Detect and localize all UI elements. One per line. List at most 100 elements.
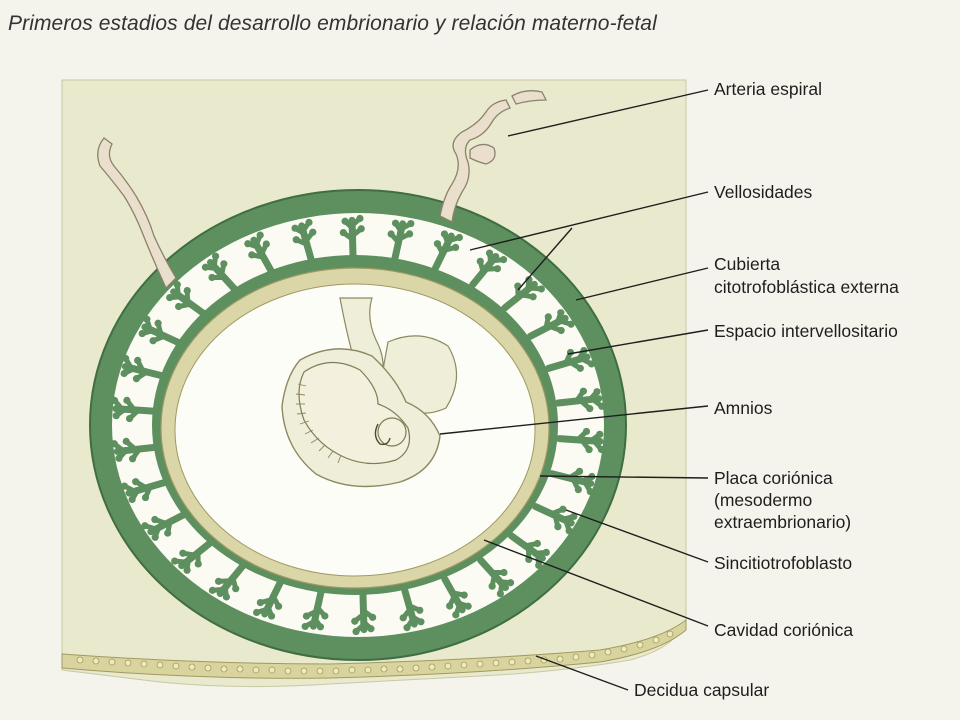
villus-tip <box>316 623 325 631</box>
villus-tip <box>201 263 210 271</box>
villus-tip <box>248 251 256 259</box>
villus-tip <box>208 273 216 282</box>
villus-tip <box>537 285 545 293</box>
villus-tip <box>405 230 414 238</box>
villus-tip <box>499 256 508 264</box>
villus-tip <box>391 219 400 227</box>
villus-tip <box>417 618 425 626</box>
leader-vellosidades-1 <box>469 191 709 251</box>
villus-tip <box>351 617 359 625</box>
leader-arteria <box>507 89 709 137</box>
spiral-artery-left <box>97 137 177 290</box>
leader-sincitio <box>565 509 709 563</box>
leader-espacio <box>567 329 709 355</box>
villus-tip <box>154 319 162 327</box>
villus-tip <box>115 454 123 462</box>
villus-tip <box>143 315 151 323</box>
villus-tip <box>122 354 130 363</box>
villus-tip <box>582 427 591 436</box>
villus-tip <box>593 388 601 396</box>
villus-tip <box>576 364 584 372</box>
leader-amnios <box>439 405 709 435</box>
villus-tip <box>535 561 543 569</box>
villus-tip <box>302 612 311 620</box>
villus-tip <box>194 560 202 568</box>
villus-tip <box>166 294 174 302</box>
villus-tip <box>525 276 533 284</box>
villus-tip <box>559 505 567 513</box>
villus-tip <box>253 608 261 617</box>
villus-tip <box>141 493 150 502</box>
leader-cavidad <box>483 539 709 627</box>
villus-tip <box>179 549 187 557</box>
label-placa-line2: (mesodermo <box>714 490 812 510</box>
villus-tip <box>464 602 472 610</box>
villus-tip <box>399 614 407 622</box>
villus-tip <box>585 446 593 454</box>
villus-tip <box>267 612 276 620</box>
villus-tip <box>110 440 118 448</box>
villus-tip <box>514 282 522 290</box>
villus-tip <box>256 598 264 607</box>
villus-tip <box>128 455 137 463</box>
spiral-artery-right-fragment1 <box>469 143 496 165</box>
villus-tip <box>262 240 270 248</box>
villus-tip <box>446 602 454 610</box>
villus-tip <box>574 485 582 494</box>
label-amnios: Amnios <box>714 398 773 418</box>
villus-tip <box>369 613 377 621</box>
label-espacio-intervellositario: Espacio intervellositario <box>714 321 898 341</box>
villus-tip <box>506 579 515 587</box>
villus-tip <box>529 293 537 301</box>
label-cavidad-corionica: Cavidad coriónica <box>714 620 853 640</box>
villus-tip <box>544 313 552 321</box>
villus-tip <box>149 337 157 345</box>
villus-tip <box>493 265 502 273</box>
villus-tip <box>141 522 149 530</box>
villus-tip <box>565 527 573 535</box>
villus-tip <box>321 612 329 620</box>
villus-tip <box>134 356 142 365</box>
villus-tip <box>220 260 228 268</box>
label-decidua-capsular: Decidua capsular <box>634 680 769 700</box>
villus-tip <box>596 430 604 438</box>
villus-tip <box>128 495 136 504</box>
villus-tip <box>598 402 606 410</box>
villus-tip <box>500 568 508 577</box>
villus-tip <box>452 243 460 252</box>
label-arteria-espiral: Arteria espiral <box>714 79 822 99</box>
villus-tip <box>291 224 299 232</box>
spiral-arteries <box>97 90 548 290</box>
villus-tip <box>433 240 442 248</box>
villus-tip <box>357 225 365 233</box>
villus-tip <box>586 405 594 413</box>
villus-tip <box>586 487 594 496</box>
embryo-head <box>377 417 407 447</box>
villus-tip <box>496 590 504 598</box>
villus-tip <box>175 302 183 311</box>
decidua-capsular-cells <box>76 630 674 675</box>
leader-lines <box>439 89 709 691</box>
villus-tip <box>222 593 231 601</box>
villus-tip <box>151 533 159 541</box>
villus-tip <box>212 252 220 260</box>
villus-tip <box>440 230 449 238</box>
leader-decidua <box>535 655 629 691</box>
villus-tip <box>171 557 179 565</box>
villus-tip <box>120 369 128 378</box>
leader-vellosidades-2 <box>517 227 573 291</box>
villus-tip <box>305 218 313 226</box>
villus-tip <box>579 387 588 395</box>
villus-tip <box>570 512 578 521</box>
embryo-heart <box>374 423 391 446</box>
villus-tip <box>183 566 191 574</box>
label-cubierta-line2: citotrofoblástica externa <box>714 277 899 297</box>
leader-placa <box>539 475 709 479</box>
villus-tip <box>132 478 140 486</box>
villus-tip <box>352 627 360 636</box>
villus-tip <box>292 236 300 244</box>
label-cubierta-line1: Cubierta <box>714 254 780 274</box>
leader-cubierta <box>575 267 709 301</box>
villus-tip <box>132 375 141 383</box>
